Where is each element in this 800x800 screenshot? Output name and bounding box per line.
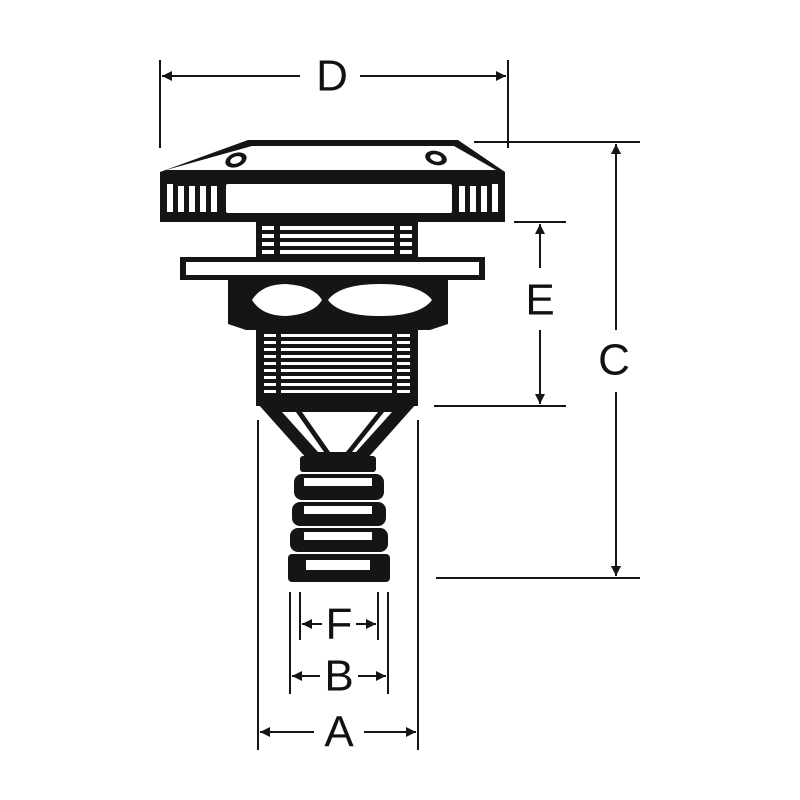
dimension-b: B <box>289 592 389 701</box>
taper-section <box>258 404 416 460</box>
lower-thread <box>256 326 418 406</box>
dimension-label-e: E <box>525 276 554 325</box>
hex-nut <box>228 280 448 330</box>
upper-thread <box>256 222 418 260</box>
vent-drawing <box>160 140 505 582</box>
dimension-c: C <box>436 141 640 579</box>
dimension-e: E <box>434 221 566 407</box>
flange-plate <box>180 257 485 280</box>
dimension-f: F <box>299 592 379 649</box>
dimension-d: D <box>159 52 509 148</box>
hose-barb <box>288 456 390 582</box>
dimension-label-d: D <box>316 52 348 101</box>
dimension-label-c: C <box>598 336 630 385</box>
dimension-label-a: A <box>324 708 354 757</box>
dimension-a: A <box>257 420 419 757</box>
vent-cap <box>160 140 505 222</box>
dimension-label-b: B <box>324 652 353 701</box>
dimension-label-f: F <box>326 600 353 649</box>
